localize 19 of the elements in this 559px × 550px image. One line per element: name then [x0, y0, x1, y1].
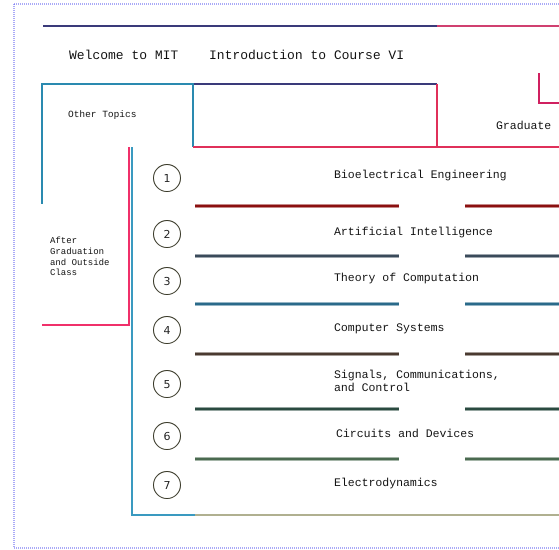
label-text: Graduate — [496, 120, 552, 134]
heading-text: Welcome to MIT — [69, 49, 178, 64]
label-text: Computer Systems — [334, 322, 444, 336]
number-circle: 2 — [153, 220, 181, 248]
number-circle: 4 — [153, 316, 181, 344]
number-circle: 7 — [153, 471, 181, 499]
number-circle: 3 — [153, 267, 181, 295]
label-text: Electrodynamics — [334, 477, 438, 490]
label-text: After Graduation and Outside Class — [50, 236, 110, 280]
label-text: Theory of Computation — [334, 272, 479, 286]
label-text: Circuits and Devices — [336, 428, 474, 442]
heading-text: Introduction to Course VI — [209, 49, 404, 64]
number-circle: 6 — [153, 422, 181, 450]
label-text: Bioelectrical Engineering — [334, 169, 507, 182]
label-text: Artificial Intelligence — [334, 226, 493, 240]
number-circle: 1 — [153, 164, 181, 192]
label-text: Other Topics — [68, 110, 136, 121]
label-text: Signals, Communications, and Control — [334, 369, 501, 396]
number-circle: 5 — [153, 370, 181, 398]
